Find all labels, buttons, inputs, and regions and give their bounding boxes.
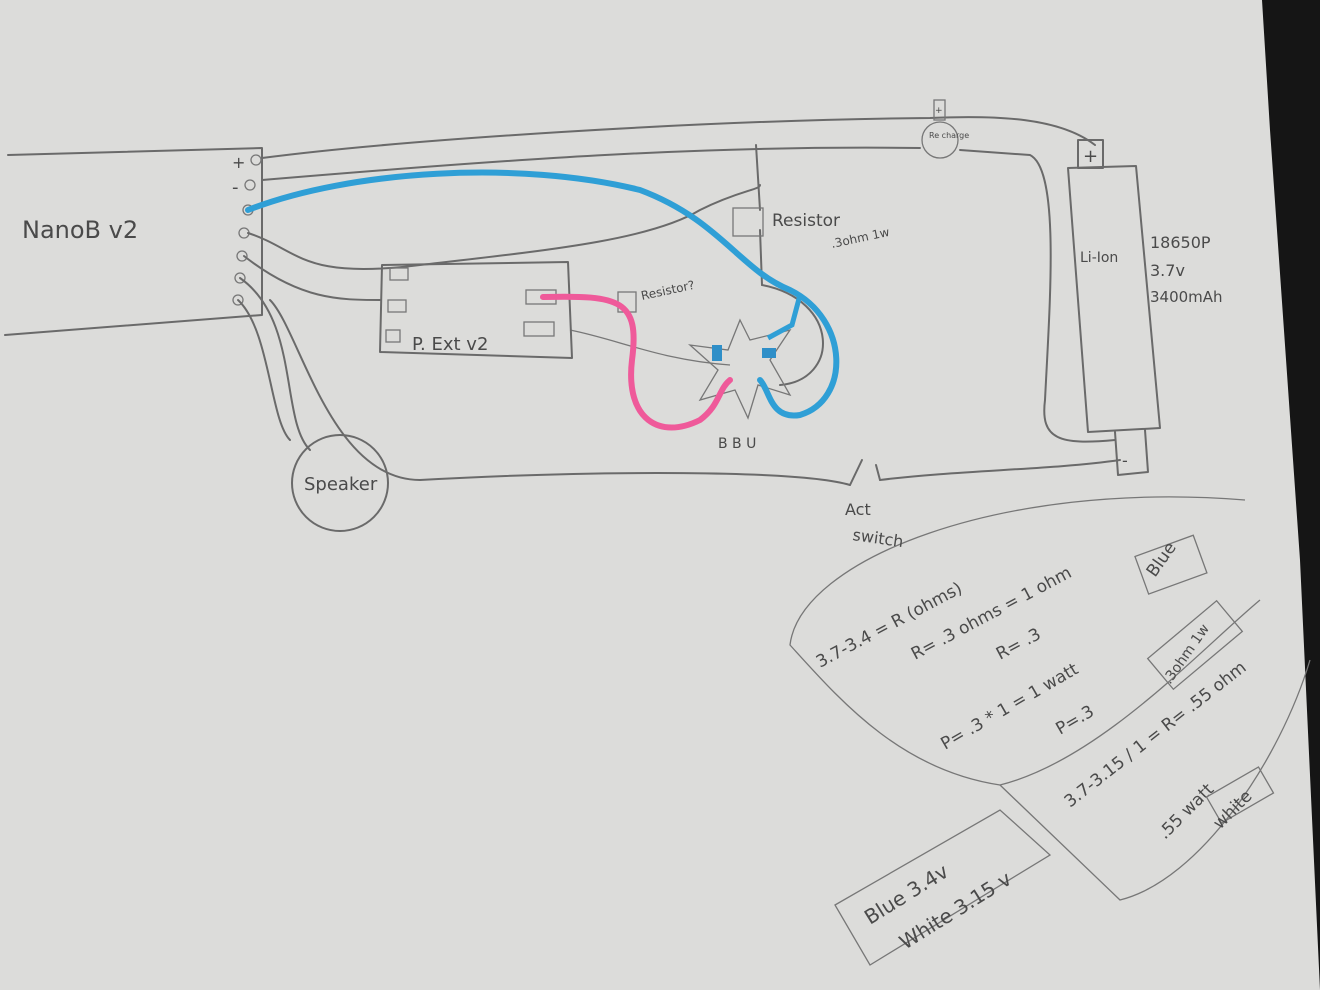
switch-symbol	[849, 459, 881, 486]
nanob-board: NanoB v2 + -	[4, 147, 263, 336]
recharge-label: Re charge	[929, 131, 969, 140]
board-pins	[232, 154, 262, 306]
battery: + - Li-Ion 18650P 3.7v 3400mAh	[1067, 139, 1223, 476]
recharge-plus: +	[935, 106, 943, 116]
pencil-wires	[237, 116, 1311, 966]
switch-label-1: Act	[845, 500, 871, 519]
pin-plus-label: +	[232, 153, 245, 172]
nanob-label: NanoB v2	[22, 216, 138, 244]
battery-label: Li-Ion	[1080, 250, 1118, 266]
battery-model: 18650P	[1150, 233, 1211, 252]
battery-minus: -	[1122, 451, 1128, 470]
recharge-port: + Re charge	[921, 99, 969, 159]
battery-capacity: 3400mAh	[1150, 288, 1223, 306]
speaker-symbol	[291, 434, 389, 532]
p-ext-label: P. Ext v2	[412, 334, 488, 355]
resistor-symbol	[732, 207, 764, 237]
led-label: B B U	[718, 436, 756, 452]
blue-wire	[245, 169, 840, 419]
speaker-label: Speaker	[304, 474, 378, 495]
resistor-label: Resistor	[772, 211, 840, 231]
p-ext-board: P. Ext v2	[379, 261, 573, 359]
pink-wire	[540, 293, 733, 431]
pin-minus-label: -	[232, 177, 239, 198]
battery-voltage: 3.7v	[1150, 261, 1185, 280]
blue-wire-branch	[766, 294, 803, 341]
led-star: B B U	[687, 318, 792, 452]
battery-plus: +	[1083, 146, 1098, 167]
